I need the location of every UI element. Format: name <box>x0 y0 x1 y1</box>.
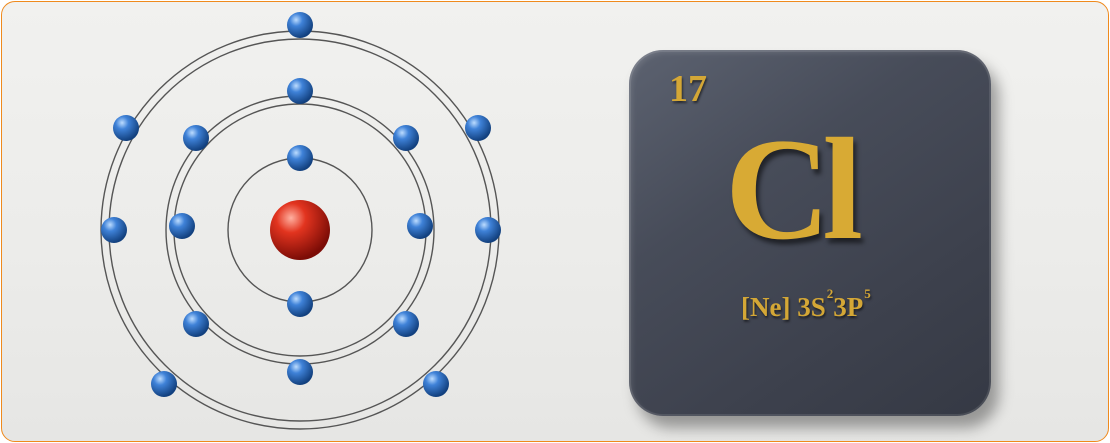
electron <box>287 12 313 38</box>
electron <box>287 78 313 104</box>
element-symbol: Cl <box>725 116 855 262</box>
electron <box>393 311 419 337</box>
electron <box>169 213 195 239</box>
electron <box>183 125 209 151</box>
noble-gas-core: [Ne] <box>741 292 790 322</box>
electron <box>287 359 313 385</box>
electron <box>101 217 127 243</box>
electron <box>465 115 491 141</box>
element-tile: 17 Cl [Ne] 3S23P5 <box>629 50 991 416</box>
p-orbital: 3P <box>833 292 863 322</box>
s-orbital: 3S <box>797 292 826 322</box>
atomic-number: 17 <box>669 67 707 111</box>
nucleus <box>270 200 330 260</box>
electron <box>393 125 419 151</box>
electron <box>423 371 449 397</box>
electron <box>113 115 139 141</box>
electron <box>287 291 313 317</box>
electron-configuration: [Ne] 3S23P5 <box>741 286 871 323</box>
electron <box>475 217 501 243</box>
electron <box>407 213 433 239</box>
bohr-atom-model <box>2 2 602 442</box>
electron <box>151 371 177 397</box>
electron <box>183 311 209 337</box>
p-electron-count: 5 <box>864 286 871 301</box>
electron <box>287 145 313 171</box>
